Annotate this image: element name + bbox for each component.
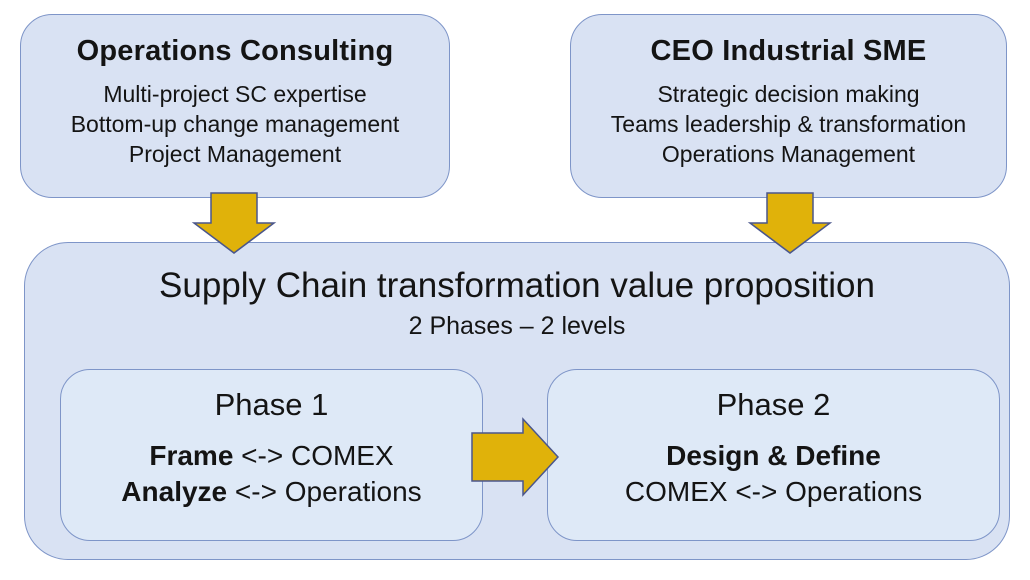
phase-1-line-2: Analyze <-> Operations	[61, 474, 482, 510]
phase-1-title: Phase 1	[214, 387, 329, 422]
list-item: Operations Management	[661, 141, 916, 167]
operations-consulting-items: Multi-project SC expertise Bottom-up cha…	[21, 79, 449, 169]
phase-2-box: Phase 2 Design & Define COMEX <-> Operat…	[547, 369, 1000, 541]
phase-2-title: Phase 2	[716, 387, 831, 422]
phase-1-line-2-bold: Analyze	[121, 476, 228, 507]
value-proposition-title: Supply Chain transformation value propos…	[159, 266, 875, 305]
operations-consulting-title: Operations Consulting	[76, 35, 394, 67]
phase-1-box: Phase 1 Frame <-> COMEX Analyze <-> Oper…	[60, 369, 483, 541]
operations-consulting-box: Operations Consulting Multi-project SC e…	[20, 14, 450, 198]
ceo-industrial-sme-title: CEO Industrial SME	[650, 35, 927, 67]
phase-1-line-2-rest: <-> Operations	[227, 476, 422, 507]
phase-1-line-1-bold: Frame	[149, 440, 234, 471]
list-item: Teams leadership & transformation	[610, 111, 967, 137]
phase-2-line-2-rest: COMEX <-> Operations	[624, 476, 923, 507]
ceo-industrial-sme-box: CEO Industrial SME Strategic decision ma…	[570, 14, 1007, 198]
phase-2-line-2: COMEX <-> Operations	[548, 474, 999, 510]
phase-2-lines: Design & Define COMEX <-> Operations	[548, 438, 999, 510]
phase-1-line-1: Frame <-> COMEX	[61, 438, 482, 474]
ceo-industrial-sme-items: Strategic decision making Teams leadersh…	[571, 79, 1006, 169]
list-item: Strategic decision making	[657, 81, 920, 107]
phase-1-line-1-rest: <-> COMEX	[233, 440, 394, 471]
phase-1-lines: Frame <-> COMEX Analyze <-> Operations	[61, 438, 482, 510]
value-proposition-subtitle: 2 Phases – 2 levels	[408, 312, 626, 340]
phase-2-line-1: Design & Define	[548, 438, 999, 474]
list-item: Multi-project SC expertise	[103, 81, 367, 107]
phase-2-line-1-bold: Design & Define	[666, 440, 881, 471]
list-item: Project Management	[128, 141, 342, 167]
list-item: Bottom-up change management	[70, 111, 400, 137]
